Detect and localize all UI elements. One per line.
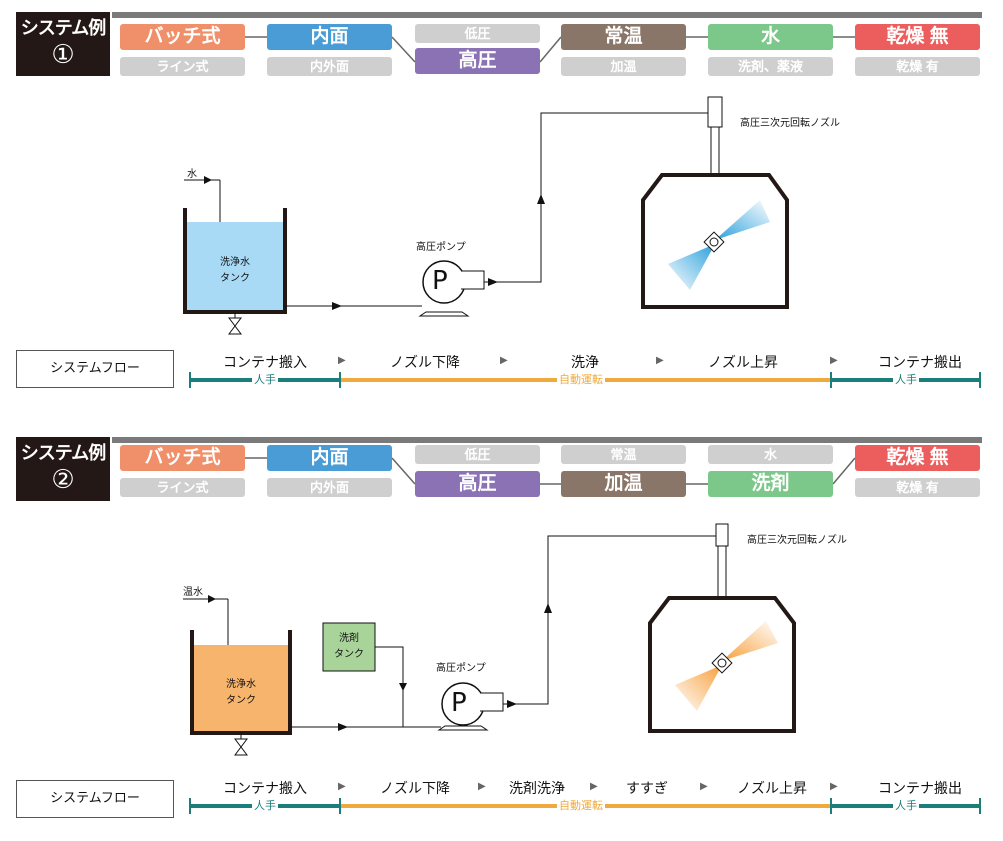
detergent-label-line2: タンク: [334, 649, 364, 660]
drain-valve: [234, 733, 248, 756]
option-low-pressure: 低圧: [415, 445, 540, 464]
flow-arrow-icon: ▶: [656, 355, 664, 366]
option-drying: 乾燥 有: [855, 478, 980, 497]
system-example-1: システム例 ① バッチ式 ライン式 内面 内外面 低圧 高圧 常温 加温 水 洗…: [0, 0, 1003, 420]
flow-step-nozzle-up: ノズル上昇: [708, 355, 778, 371]
option-connectors: [245, 457, 856, 485]
flow-arrow-icon: ▶: [830, 355, 838, 366]
detergent-tank-label: 洗剤 タンク: [323, 631, 375, 663]
option-heated: 加温: [561, 57, 686, 76]
nozzle-label: 高圧三次元回転ノズル: [747, 535, 847, 546]
pump-symbol: P: [451, 688, 467, 718]
option-inner: 内面: [267, 24, 392, 50]
tank-label-line1: 洗浄水: [220, 257, 250, 268]
option-normal-temp: 常温: [561, 24, 686, 50]
flow-step-container-in: コンテナ搬入: [223, 355, 307, 371]
option-line: ライン式: [120, 478, 245, 497]
flow-step-container-out: コンテナ搬出: [878, 781, 962, 797]
pump-label: 高圧ポンプ: [416, 242, 466, 253]
flow-step-nozzle-up: ノズル上昇: [737, 781, 807, 797]
tank-label-line2: タンク: [220, 273, 250, 284]
option-high-pressure: 高圧: [415, 471, 540, 497]
flow-arrow-icon: ▶: [478, 781, 486, 792]
badge-title: システム例: [20, 443, 106, 463]
hot-water-inlet-label: 温水: [183, 587, 203, 598]
auto-label: 自動運転: [557, 799, 605, 812]
option-inner-outer: 内外面: [267, 478, 392, 497]
option-drying: 乾燥 有: [855, 57, 980, 76]
manual-label: 人手: [252, 373, 278, 386]
flow-step-nozzle-down: ノズル下降: [380, 781, 450, 797]
option-water: 水: [708, 445, 833, 464]
option-low-pressure: 低圧: [415, 24, 540, 43]
nozzle-label: 高圧三次元回転ノズル: [740, 118, 840, 129]
option-line: ライン式: [120, 57, 245, 76]
tank-label-line1: 洗浄水: [226, 679, 256, 690]
flow-arrow-icon: ▶: [830, 781, 838, 792]
flow-arrow-icon: ▶: [338, 781, 346, 792]
high-pressure-pump: [437, 682, 504, 731]
detergent-pipe: [375, 646, 404, 727]
flow-step-container-out: コンテナ搬出: [878, 355, 962, 371]
option-connectors: [245, 36, 855, 63]
flow-step-wash: 洗浄: [571, 355, 599, 371]
option-heated: 加温: [561, 471, 686, 497]
option-detergent: 洗剤、薬液: [708, 57, 833, 76]
pump-symbol: P: [432, 266, 448, 296]
flow-arrow-icon: ▶: [590, 781, 598, 792]
manual-label: 人手: [893, 373, 919, 386]
header-rule: [112, 437, 982, 443]
wash-water-tank: [187, 222, 283, 310]
system-flow-title: システムフロー: [16, 780, 174, 818]
flow-arrow-icon: ▶: [500, 355, 508, 366]
badge-number: ②: [51, 465, 75, 495]
option-no-drying: 乾燥 無: [855, 24, 980, 50]
option-high-pressure: 高圧: [415, 48, 540, 74]
tank-label-line2: タンク: [226, 695, 256, 706]
wash-water-tank: [194, 645, 288, 731]
rotary-nozzle-head: [703, 231, 725, 253]
flow-step-container-in: コンテナ搬入: [223, 781, 307, 797]
nozzle-housing: [715, 523, 729, 547]
option-normal-temp: 常温: [561, 445, 686, 464]
flow-arrow-icon: ▶: [700, 781, 708, 792]
option-water: 水: [708, 24, 833, 50]
option-detergent: 洗剤: [708, 471, 833, 497]
detergent-label-line1: 洗剤: [339, 633, 359, 644]
nozzle-housing: [707, 96, 723, 128]
badge-number: ①: [51, 40, 75, 70]
option-inner: 内面: [267, 445, 392, 471]
option-inner-outer: 内外面: [267, 57, 392, 76]
system-example-2: システム例 ② バッチ式 ライン式 内面 内外面 低圧 高圧 常温 加温 水 洗…: [0, 425, 1003, 841]
system-example-badge: システム例 ②: [16, 437, 110, 501]
option-batch: バッチ式: [120, 24, 245, 50]
flow-step-rinse: すすぎ: [626, 781, 668, 797]
spray-lower: [675, 665, 722, 711]
spray-upper: [715, 200, 770, 240]
tank-label: 洗浄水 タンク: [195, 255, 275, 287]
badge-title: システム例: [20, 18, 106, 38]
pump-label: 高圧ポンプ: [436, 663, 486, 674]
manual-label: 人手: [893, 799, 919, 812]
flow-arrow-icon: ▶: [338, 355, 346, 366]
option-no-drying: 乾燥 無: [855, 445, 980, 471]
drain-valve: [228, 312, 242, 335]
system-flow-title: システムフロー: [16, 350, 174, 388]
detergent-tank: [322, 622, 376, 672]
water-inlet-label: 水: [187, 169, 197, 180]
manual-label: 人手: [252, 799, 278, 812]
auto-label: 自動運転: [557, 373, 605, 386]
discharge-pipe: [503, 535, 717, 705]
rotary-nozzle-head: [711, 652, 733, 674]
header-rule: [112, 12, 982, 18]
spray-lower: [668, 244, 715, 290]
tank-label: 洗浄水 タンク: [201, 677, 281, 709]
high-pressure-pump: [418, 260, 485, 317]
option-batch: バッチ式: [120, 445, 245, 471]
system-example-badge: システム例 ①: [16, 12, 110, 76]
flow-step-nozzle-down: ノズル下降: [390, 355, 460, 371]
spray-upper: [722, 621, 778, 661]
flow-step-detergent-wash: 洗剤洗浄: [509, 781, 565, 797]
